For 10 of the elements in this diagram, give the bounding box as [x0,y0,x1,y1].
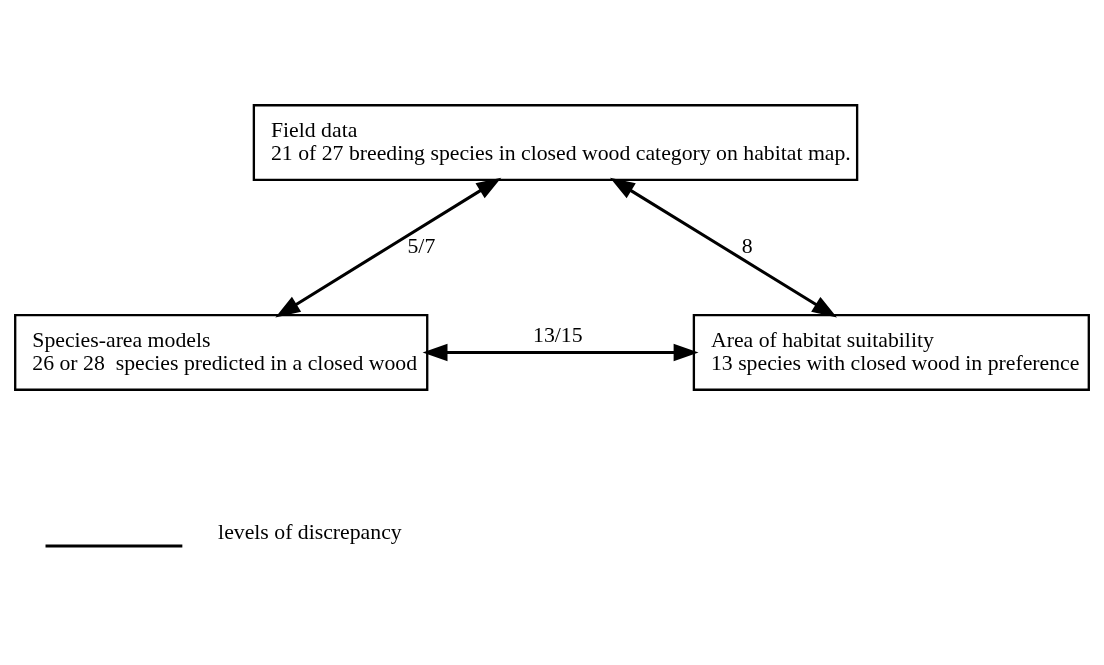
arrow [275,177,502,317]
node-box: Area of habitat suitability 13 species with closed wood in preference [692,313,1090,391]
arrow [422,343,699,361]
edge-label: 8 [741,233,753,258]
node-box: Species-area models 26 or 28 species predicted in a closed wood [14,313,429,391]
edge-label: 13/15 [533,322,583,347]
node-box: Field data 21 of 27 breeding species in closed wood category on habitat map. [252,103,859,181]
legend-label: levels of discrepancy [218,519,402,544]
arrow [610,177,837,317]
edge-label: 5/7 [407,233,436,258]
